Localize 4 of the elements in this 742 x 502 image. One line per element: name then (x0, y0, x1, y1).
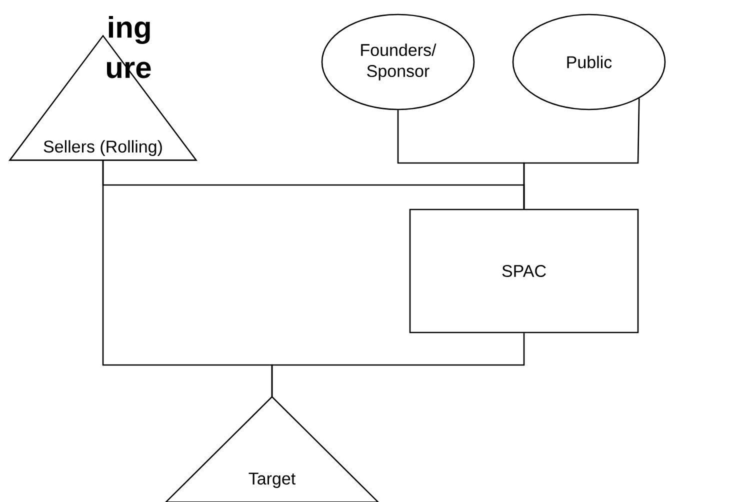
process-box: SPAC (409, 208, 639, 334)
connector-line (271, 333, 525, 397)
oval-node: Public (512, 14, 666, 110)
oval-node: Founders/ Sponsor (321, 14, 475, 110)
